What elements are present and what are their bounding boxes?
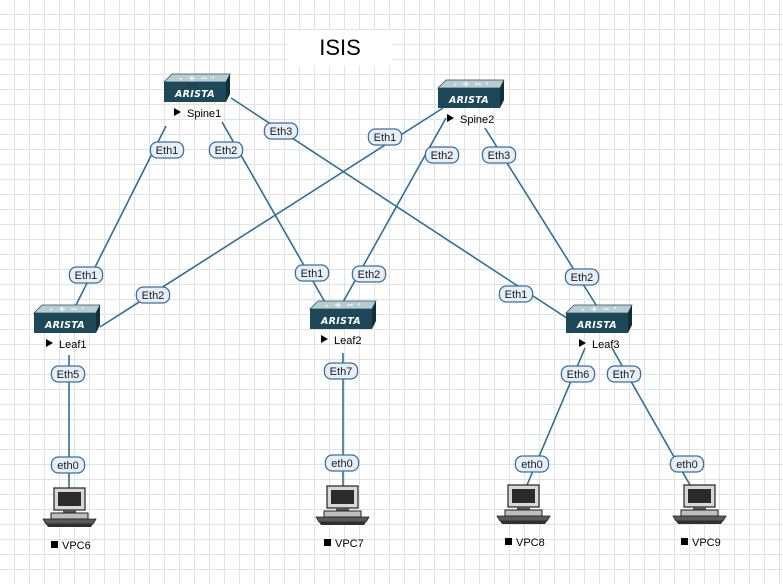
pc-name-vpc8: VPC8 bbox=[516, 537, 545, 549]
port-spine2-leaf1-b-label: Eth2 bbox=[142, 290, 165, 302]
switch-leaf2[interactable]: ARISTA Leaf2 bbox=[309, 300, 377, 347]
arista-logo-text: ARISTA bbox=[448, 95, 489, 106]
switch-name-spine2: Spine2 bbox=[460, 114, 494, 126]
port-spine1-leaf3-a-label: Eth3 bbox=[270, 126, 293, 138]
port-spine2-leaf3-a-label: Eth3 bbox=[488, 150, 511, 162]
play-triangle-icon bbox=[174, 108, 181, 116]
switch-name-leaf1: Leaf1 bbox=[59, 339, 87, 351]
port-spine1-leaf2-b[interactable]: Eth1 bbox=[294, 264, 330, 282]
port-spine1-leaf3-b[interactable]: Eth1 bbox=[498, 285, 534, 303]
port-leaf3-vpc9-b-label: eth0 bbox=[676, 459, 697, 471]
port-leaf3-vpc9-b[interactable]: eth0 bbox=[669, 455, 705, 473]
port-spine1-leaf1-b-label: Eth1 bbox=[75, 270, 98, 282]
port-spine2-leaf2-a-label: Eth2 bbox=[431, 150, 454, 162]
switch-spine2[interactable]: ARISTA Spine2 bbox=[437, 79, 505, 126]
port-spine2-leaf2-a[interactable]: Eth2 bbox=[424, 146, 460, 164]
arista-logo-text: ARISTA bbox=[44, 320, 85, 331]
port-leaf3-vpc8-b[interactable]: eth0 bbox=[514, 455, 550, 473]
port-spine1-leaf3-b-label: Eth1 bbox=[505, 289, 528, 301]
nodes-layer: ARISTASpine1ARISTASpine2ARISTALeaf1ARIST… bbox=[33, 73, 727, 552]
play-triangle-icon bbox=[46, 339, 53, 347]
port-leaf3-vpc8-a[interactable]: Eth6 bbox=[560, 365, 596, 383]
pc-icon bbox=[315, 485, 370, 526]
port-spine1-leaf2-a-label: Eth2 bbox=[215, 145, 238, 157]
port-spine2-leaf3-b[interactable]: Eth2 bbox=[564, 268, 600, 286]
port-spine1-leaf1-a-label: Eth1 bbox=[156, 145, 179, 157]
switch-name-leaf3: Leaf3 bbox=[592, 339, 620, 351]
pc-vpc8[interactable]: VPC8 bbox=[496, 484, 551, 549]
arista-logo-text: ARISTA bbox=[320, 316, 361, 327]
port-leaf3-vpc9-a[interactable]: Eth7 bbox=[606, 365, 642, 383]
ports-layer: Eth1Eth1Eth2Eth1Eth3Eth1Eth1Eth2Eth2Eth2… bbox=[50, 122, 705, 474]
pc-name-vpc9: VPC9 bbox=[692, 537, 721, 549]
play-triangle-icon bbox=[447, 114, 454, 122]
switch-leaf1[interactable]: ARISTA Leaf1 bbox=[33, 304, 101, 351]
port-spine2-leaf2-b-label: Eth2 bbox=[358, 269, 381, 281]
port-leaf2-vpc7-a[interactable]: Eth7 bbox=[323, 362, 359, 380]
port-leaf1-vpc6-b-label: eth0 bbox=[57, 460, 78, 472]
port-spine2-leaf3-a[interactable]: Eth3 bbox=[481, 146, 517, 164]
switch-spine1[interactable]: ARISTA Spine1 bbox=[163, 73, 231, 120]
port-spine2-leaf3-b-label: Eth2 bbox=[571, 272, 594, 284]
stopped-square-icon bbox=[681, 538, 688, 545]
switch-name-spine1: Spine1 bbox=[187, 108, 221, 120]
port-leaf1-vpc6-a[interactable]: Eth5 bbox=[50, 365, 86, 383]
port-spine1-leaf2-b-label: Eth1 bbox=[301, 268, 324, 280]
switch-leaf3[interactable]: ARISTA Leaf3 bbox=[565, 304, 633, 351]
stopped-square-icon bbox=[51, 541, 58, 548]
pc-icon bbox=[42, 487, 97, 528]
stopped-square-icon bbox=[324, 539, 331, 546]
port-spine1-leaf1-a[interactable]: Eth1 bbox=[149, 141, 185, 159]
port-leaf3-vpc8-a-label: Eth6 bbox=[567, 369, 590, 381]
pc-vpc7[interactable]: VPC7 bbox=[315, 485, 370, 550]
port-spine1-leaf1-b[interactable]: Eth1 bbox=[68, 266, 104, 284]
port-spine2-leaf1-b[interactable]: Eth2 bbox=[135, 286, 171, 304]
stopped-square-icon bbox=[505, 538, 512, 545]
pc-icon bbox=[672, 484, 727, 525]
port-leaf3-vpc8-b-label: eth0 bbox=[521, 459, 542, 471]
switch-name-leaf2: Leaf2 bbox=[334, 335, 362, 347]
port-spine2-leaf1-a[interactable]: Eth1 bbox=[367, 128, 403, 146]
play-triangle-icon bbox=[321, 335, 328, 343]
pc-vpc9[interactable]: VPC9 bbox=[672, 484, 727, 549]
topology-title: ISIS bbox=[288, 30, 392, 66]
arista-logo-text: ARISTA bbox=[174, 89, 215, 100]
port-spine2-leaf1-a-label: Eth1 bbox=[374, 132, 397, 144]
pc-name-vpc6: VPC6 bbox=[62, 540, 91, 552]
pc-name-vpc7: VPC7 bbox=[335, 538, 364, 550]
port-spine1-leaf3-a[interactable]: Eth3 bbox=[263, 122, 299, 140]
arista-logo-text: ARISTA bbox=[576, 320, 617, 331]
port-leaf2-vpc7-b-label: eth0 bbox=[331, 458, 352, 470]
play-triangle-icon bbox=[579, 339, 586, 347]
port-leaf3-vpc9-a-label: Eth7 bbox=[613, 369, 636, 381]
port-spine2-leaf2-b[interactable]: Eth2 bbox=[351, 265, 387, 283]
port-leaf1-vpc6-b[interactable]: eth0 bbox=[50, 456, 86, 474]
port-leaf1-vpc6-a-label: Eth5 bbox=[57, 369, 80, 381]
port-spine1-leaf2-a[interactable]: Eth2 bbox=[208, 141, 244, 159]
port-leaf2-vpc7-a-label: Eth7 bbox=[330, 366, 353, 378]
port-leaf2-vpc7-b[interactable]: eth0 bbox=[324, 454, 360, 472]
pc-vpc6[interactable]: VPC6 bbox=[42, 487, 97, 552]
pc-icon bbox=[496, 484, 551, 525]
